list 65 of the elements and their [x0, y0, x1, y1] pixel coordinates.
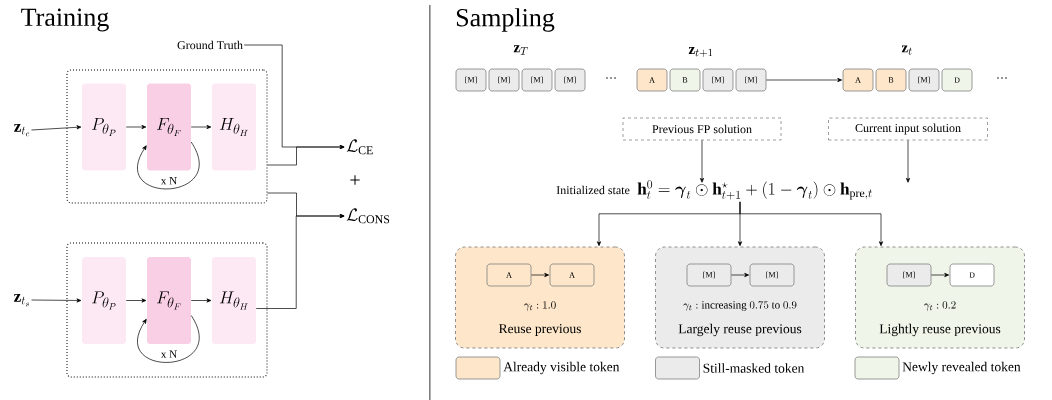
loss-term: $\mathcal{L}_{\mathrm{CE}}$ — [346, 139, 373, 155]
token-box: [M] — [702, 68, 734, 92]
ellipsis: … — [606, 77, 616, 79]
module-block: $P_{\theta_P}$ — [82, 83, 126, 171]
math-label: Ground Truth — [177, 40, 243, 50]
edge-label: x N — [159, 349, 179, 359]
arrow — [31, 125, 82, 131]
ellipsis: … — [997, 77, 1007, 79]
sequence-label: $\mathbf{z}_T$ — [513, 45, 528, 55]
token-box: B — [875, 68, 907, 92]
token-box: A — [636, 68, 668, 92]
arrow — [731, 272, 750, 278]
arrow — [31, 298, 82, 303]
token-box: A — [842, 68, 874, 92]
token-box: [M] — [554, 68, 586, 92]
token-box: [M] — [455, 68, 487, 92]
sequence-label: $\mathbf{z}_t$ — [901, 45, 912, 55]
arrow — [125, 124, 147, 130]
plus-sign: + — [350, 175, 360, 185]
module-frame — [66, 242, 268, 378]
token-box: A — [486, 263, 532, 287]
module-block: $H_{\theta_H}$ — [212, 83, 256, 171]
arrow — [255, 213, 345, 309]
arrow — [267, 144, 345, 166]
arrow — [931, 272, 950, 278]
token-box: [M] — [521, 68, 553, 92]
panel-title: Sampling — [456, 8, 555, 32]
arrow — [766, 77, 843, 83]
loss-term: $\mathcal{L}_{\mathrm{CONS}}$ — [346, 208, 390, 224]
state-formula: $\mathbf{h}_t^0 = \boldsymbol{\gamma}_t \odot \mathbf{h}_{t+1}^{\star} + (1-\boldsymbol{\gamma}_t) \odot \mathbf{h}_{\mathrm{pre},t}$ — [637, 180, 872, 200]
legend-label: Newly revealed token — [902, 361, 1021, 375]
token-box: [M] — [886, 263, 932, 287]
token-box: [M] — [735, 68, 767, 92]
legend-label: Still-masked token — [703, 363, 805, 373]
token-box: A — [549, 263, 595, 287]
side-label: Initialized state — [556, 185, 630, 195]
sequence-label: $\mathbf{z}_{t+1}$ — [688, 47, 713, 57]
arrow — [531, 272, 550, 278]
module-block: $F_{\theta_F}$ — [147, 83, 191, 171]
arrow — [125, 298, 147, 303]
module-block: $H_{\theta_H}$ — [212, 257, 256, 344]
loop-arrow — [137, 141, 200, 190]
arrow — [190, 298, 212, 303]
edge-label: x N — [159, 176, 179, 186]
source-box: Current input solution — [828, 117, 988, 141]
module-block: $P_{\theta_P}$ — [82, 257, 126, 344]
module-block: $F_{\theta_F}$ — [147, 257, 191, 344]
token-box: D — [941, 68, 973, 92]
token-box: [M] — [488, 68, 520, 92]
token-box: [M] — [749, 263, 795, 287]
arrow — [739, 201, 884, 247]
token-box: D — [949, 263, 995, 287]
token-box: [M] — [908, 68, 940, 92]
panel-title: Training — [21, 8, 109, 32]
math-label: $\mathbf{z}_{t_s}$ — [14, 293, 29, 307]
legend-label: Already visible token — [503, 361, 620, 375]
token-box: B — [669, 68, 701, 92]
arrow — [905, 140, 911, 183]
loop-arrow — [137, 315, 200, 363]
math-label: $\mathbf{z}_{t_c}$ — [14, 123, 30, 137]
source-box: Previous FP solution — [622, 117, 782, 141]
module-frame — [66, 69, 268, 204]
arrow — [699, 140, 705, 183]
arrow — [190, 124, 212, 130]
token-box: [M] — [686, 263, 732, 287]
